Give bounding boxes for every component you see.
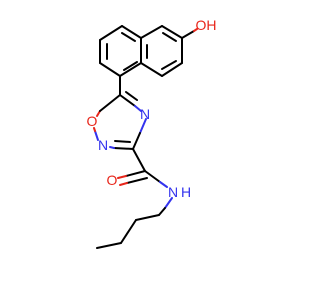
ring-nitrogen-left-label: N bbox=[98, 137, 108, 153]
amide-nitrogen-label: N bbox=[168, 184, 178, 200]
atom-labels: OH O N N O N H bbox=[87, 17, 217, 200]
ring-oxygen-label: O bbox=[87, 113, 98, 129]
bond bbox=[181, 30, 195, 39]
bond bbox=[119, 62, 142, 77]
bond-inner bbox=[123, 61, 138, 71]
molecule-structure-diagram: OH O N N O N H bbox=[87, 17, 217, 249]
bond bbox=[99, 62, 121, 77]
bond bbox=[125, 91, 138, 101]
bond-inner bbox=[162, 32, 177, 42]
carbonyl-oxygen-label: O bbox=[107, 172, 118, 188]
bond bbox=[117, 175, 127, 179]
bond bbox=[94, 130, 99, 141]
bond bbox=[132, 148, 146, 172]
bond bbox=[93, 127, 96, 132]
bond bbox=[193, 28, 198, 32]
bond bbox=[161, 25, 183, 39]
bonds bbox=[93, 25, 198, 249]
bond bbox=[121, 25, 142, 39]
bond bbox=[134, 105, 142, 112]
bond bbox=[158, 207, 166, 216]
amide-hydrogen-label: H bbox=[181, 184, 191, 200]
bond bbox=[139, 118, 147, 134]
bond bbox=[113, 147, 134, 150]
bond bbox=[109, 146, 115, 149]
bond-inner bbox=[161, 60, 177, 70]
bond-inner bbox=[121, 32, 136, 42]
bond bbox=[120, 219, 137, 244]
bond bbox=[140, 25, 163, 39]
ring-nitrogen-top-label: N bbox=[140, 106, 150, 122]
bond bbox=[99, 94, 121, 112]
bond bbox=[125, 170, 146, 177]
bond bbox=[114, 140, 131, 143]
bond bbox=[159, 181, 168, 188]
bond bbox=[96, 242, 122, 249]
bond bbox=[164, 197, 173, 209]
bond bbox=[132, 132, 141, 150]
bond bbox=[126, 177, 148, 184]
bond bbox=[119, 94, 136, 107]
bond bbox=[140, 62, 163, 77]
bond bbox=[135, 214, 160, 221]
bond bbox=[144, 170, 161, 183]
bond bbox=[99, 25, 123, 41]
bond bbox=[119, 182, 128, 186]
bond bbox=[161, 62, 183, 77]
hydroxyl-label: OH bbox=[196, 17, 217, 33]
